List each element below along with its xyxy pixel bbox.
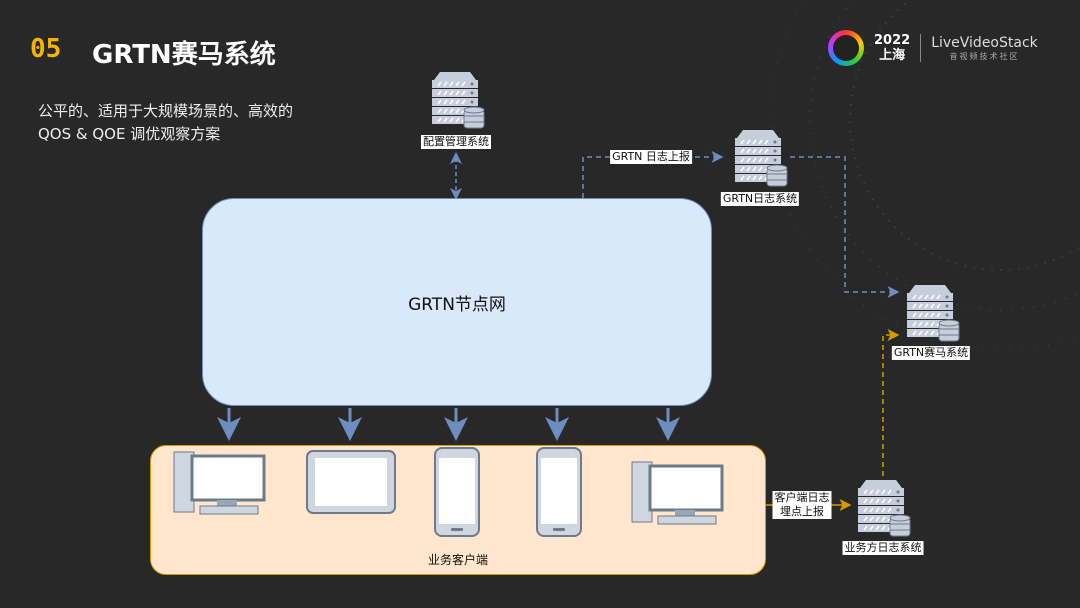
log-system-label: GRTN日志系统: [720, 192, 800, 206]
grtn-node-network: GRTN节点网: [202, 198, 712, 406]
log-server-icon: [729, 128, 789, 192]
desktop-icon: [631, 461, 724, 525]
race-server-icon: [901, 283, 961, 347]
subtitle-line-2: QOS & QOE 调优观察方案: [38, 125, 221, 143]
subtitle-line-1: 公平的、适用于大规模场景的、高效的: [38, 102, 294, 120]
page-title: GRTN赛马系统: [92, 40, 276, 70]
client-log-upload-label: 客户端日志 埋点上报: [772, 491, 832, 519]
biz-log-system-label: 业务方日志系统: [842, 541, 924, 555]
phone-icon: [536, 447, 582, 537]
client-log-upload-line-1: 客户端日志: [774, 491, 830, 504]
event-logo: 2022 上海 LiveVideoStack 音视频技术社区: [828, 30, 1038, 66]
logo-ring: [828, 30, 864, 66]
desktop-icon: [173, 451, 266, 515]
race-system-label: GRTN赛马系统: [891, 346, 971, 360]
client-area-label: 业务客户端: [427, 553, 488, 567]
client-log-upload-line-2: 埋点上报: [780, 505, 824, 518]
tablet-icon: [306, 450, 396, 514]
biz-log-server-icon: [852, 478, 912, 542]
node-network-label: GRTN节点网: [408, 294, 506, 315]
log-upload-label: GRTN 日志上报: [610, 150, 692, 164]
phone-icon: [434, 447, 480, 537]
logo-brand-sub: 音视频技术社区: [949, 51, 1020, 61]
config-server-icon: [426, 70, 486, 134]
section-number: 05: [30, 34, 62, 64]
logo-year: 2022: [874, 33, 911, 48]
logo-brand: LiveVideoStack: [931, 34, 1038, 51]
config-system-label: 配置管理系统: [421, 135, 491, 149]
logo-city: 上海: [879, 48, 906, 63]
